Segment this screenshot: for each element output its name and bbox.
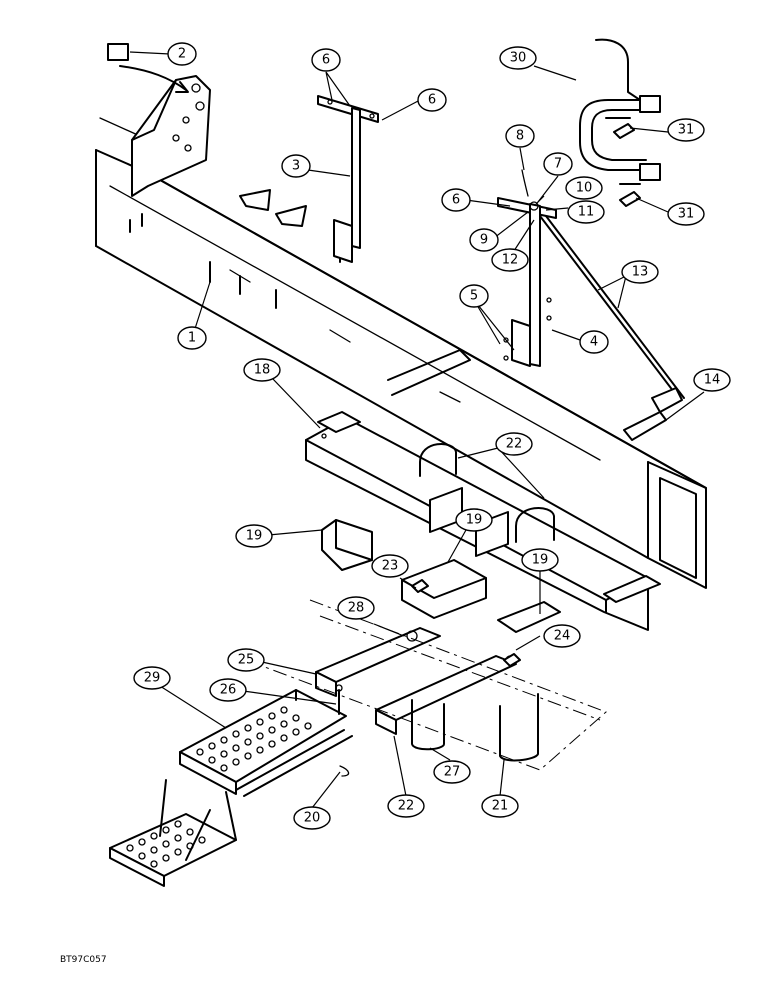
callout-c21: 22 [495,432,533,456]
callout-label: 6 [452,193,460,208]
upright-support [317,95,379,263]
callout-label: 7 [554,157,562,172]
callout-c29: 20 [293,806,331,830]
callout-c24: 22 [387,794,425,818]
callout-label: 27 [444,765,461,780]
callout-c19b: 19 [455,508,493,532]
callout-c19c: 19 [521,548,559,572]
callout-label: 6 [428,93,436,108]
callout-c5: 5 [459,284,489,308]
callout-c6b: 6 [417,88,447,112]
callout-label: 18 [254,363,271,378]
callout-c22a: 23 [371,554,409,578]
callout-label: 19 [246,529,263,544]
callout-c26: 28 [337,596,375,620]
callout-label: 6 [322,53,330,68]
brackets [321,519,561,633]
callout-c9: 9 [469,228,499,252]
callout-c4: 4 [579,330,609,354]
callout-label: 9 [480,233,488,248]
callout-label: 14 [704,373,721,388]
hand-rail [579,38,661,185]
callout-label: 21 [492,799,509,814]
callout-label: 12 [502,253,519,268]
callout-label: 19 [532,553,549,568]
callout-label: 3 [292,159,300,174]
callout-c30: 30 [499,46,537,70]
tread-pattern [126,706,312,868]
callout-c12: 12 [491,248,529,272]
callout-c20: 21 [481,794,519,818]
callout-c1: 1 [177,326,207,350]
callout-label: 28 [348,601,365,616]
callout-label: 19 [466,513,483,528]
callout-label: 4 [590,335,598,350]
callout-c28: 26 [209,678,247,702]
callout-label: 31 [678,207,695,222]
callout-c14: 14 [693,368,731,392]
callout-label: 23 [382,559,399,574]
step-arms [315,627,517,735]
callout-label: 22 [398,799,415,814]
callout-label: 13 [632,265,649,280]
callout-c6c: 6 [441,188,471,212]
callout-c2: 2 [167,42,197,66]
hardware [335,123,641,777]
callout-c18: 18 [243,358,281,382]
callout-label: 22 [506,437,523,452]
callout-label: 25 [238,653,255,668]
callout-c23: 25 [227,648,265,672]
callout-c10: 10 [565,176,603,200]
callout-c7: 7 [543,152,573,176]
u-bolt-upper [419,442,555,543]
callout-label: 20 [304,811,321,826]
step-assembly [109,689,353,887]
callout-c27: 29 [133,666,171,690]
callout-label: 1 [188,331,196,346]
callout-c6a: 6 [311,48,341,72]
callout-c22b: 24 [543,624,581,648]
callout-c31a: 31 [667,118,705,142]
callout-c19a: 19 [235,524,273,548]
mounting-plane [245,599,607,771]
callout-c25: 27 [433,760,471,784]
callout-label: 24 [554,629,571,644]
end-plate-bracket [107,43,211,197]
callout-label: 2 [178,47,186,62]
callout-label: 26 [220,683,237,698]
callout-label: 8 [516,129,524,144]
callout-label: 10 [576,181,593,196]
u-bolt-lower [411,693,539,762]
callout-label: 11 [578,205,595,220]
callout-label: 5 [470,289,478,304]
callout-c13: 13 [621,260,659,284]
callout-c8: 8 [505,124,535,148]
callout-label: 30 [510,51,527,66]
diagram-code: BT97C057 [60,955,107,965]
callout-c11: 11 [567,200,605,224]
main-frame-beam [95,117,707,589]
callout-c31b: 31 [667,202,705,226]
callout-c3: 3 [281,154,311,178]
callout-label: 29 [144,671,161,686]
callout-label: 31 [678,123,695,138]
leader-lines [129,51,705,809]
